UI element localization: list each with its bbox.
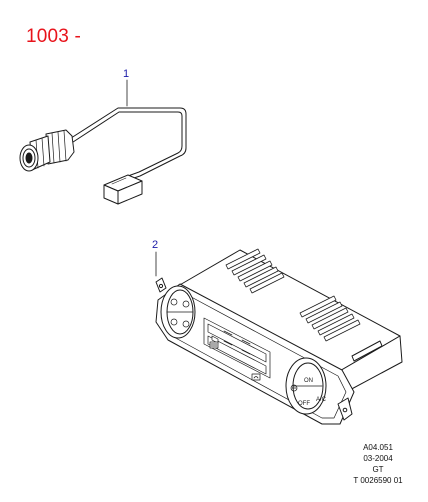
left-control-knob[interactable] bbox=[160, 285, 196, 339]
diagram-title: 1003 - bbox=[26, 26, 82, 47]
harness-connector bbox=[103, 174, 143, 205]
off-label: OFF bbox=[298, 401, 310, 407]
stamp-reference: T 0026590 01 bbox=[353, 476, 403, 485]
stamp-code: A04.051 bbox=[363, 443, 393, 452]
stamp-date: 03-2004 bbox=[363, 454, 393, 463]
ac-label: A/C bbox=[316, 397, 327, 403]
air-distribution-icon bbox=[290, 384, 298, 392]
right-control-knob[interactable]: ON A/C OFF bbox=[285, 357, 327, 415]
fan-speed-icon bbox=[170, 298, 190, 328]
part-2-climate-control-unit[interactable]: 2 bbox=[152, 239, 403, 425]
center-button-panel bbox=[203, 317, 271, 379]
callout-2: 2 bbox=[152, 239, 158, 251]
stamp-model: GT bbox=[372, 465, 384, 474]
recirculation-button[interactable] bbox=[251, 373, 261, 381]
callout-1: 1 bbox=[123, 68, 129, 80]
on-label: ON bbox=[304, 378, 313, 384]
heatsink-fins-rear bbox=[225, 248, 285, 294]
temperature-sensor bbox=[19, 129, 75, 172]
heatsink-fins-front bbox=[299, 295, 361, 342]
rear-defrost-button[interactable] bbox=[209, 341, 219, 349]
part-1-sensor-harness[interactable]: 1 bbox=[19, 68, 187, 205]
drawing-reference-stamp: A04.051 03-2004 GT T 0026590 01 bbox=[340, 442, 416, 486]
